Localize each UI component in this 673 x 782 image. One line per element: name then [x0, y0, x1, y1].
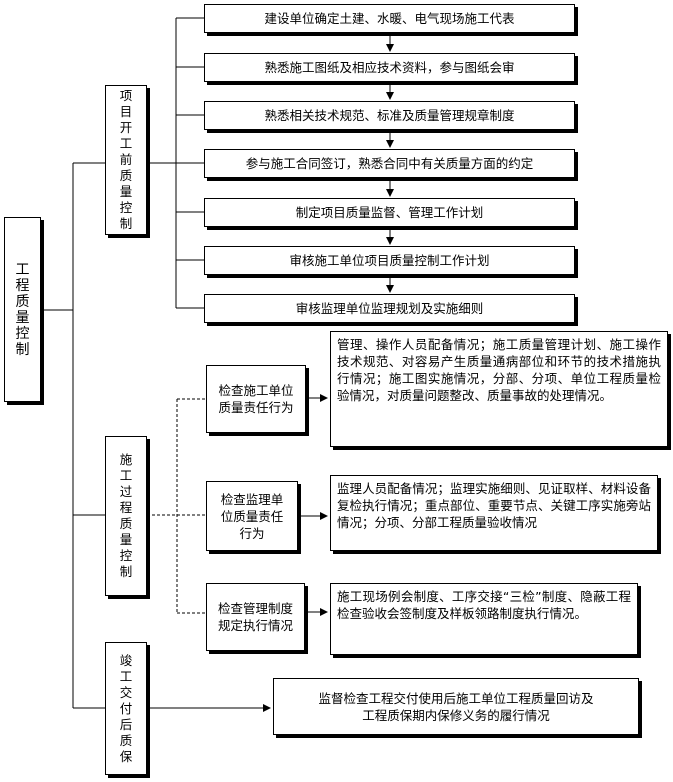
phase-pre-construction: 项目开工前质量控制 [105, 85, 147, 235]
phase-construction-process: 施工过程质量控制 [105, 436, 147, 596]
post-delivery-detail: 监督检查工程交付使用后施工单位工程质量回访及工程质保期内保修义务的履行情况 [273, 678, 639, 735]
supervisor-check-detail: 监理人员配备情况；监理实施细则、见证取样、材料设备复检执行情况；重点部位、重要节… [330, 475, 658, 551]
root-node: 工程质量控制 [4, 217, 41, 402]
pre-step-4: 参与施工合同签订，熟悉合同中有关质量方面的约定 [204, 149, 575, 178]
contractor-check-detail: 管理、操作人员配备情况；施工质量管理计划、施工操作技术规范、对容易产生质量通病部… [330, 331, 668, 447]
pre-step-1: 建设单位确定土建、水暖、电气现场施工代表 [204, 4, 575, 33]
check-contractor-node: 检查施工单位质量责任行为 [206, 365, 306, 433]
pre-step-7: 审核监理单位监理规划及实施细则 [204, 294, 575, 323]
management-check-detail: 施工现场例会制度、工序交接“三检”制度、隐蔽工程检查验收会签制度及样板领路制度执… [330, 583, 638, 655]
pre-step-3: 熟悉相关技术规范、标准及质量管理规章制度 [204, 101, 575, 130]
pre-step-2: 熟悉施工图纸及相应技术资料，参与图纸会审 [204, 53, 575, 82]
check-supervisor-node: 检查监理单位质量责任行为 [206, 481, 298, 551]
phase-post-delivery: 竣工交付后质保 [105, 642, 147, 775]
check-management-node: 检查管理制度规定执行情况 [206, 583, 305, 651]
pre-step-5: 制定项目质量监督、管理工作计划 [204, 198, 575, 227]
pre-step-6: 审核施工单位项目质量控制工作计划 [204, 246, 575, 275]
